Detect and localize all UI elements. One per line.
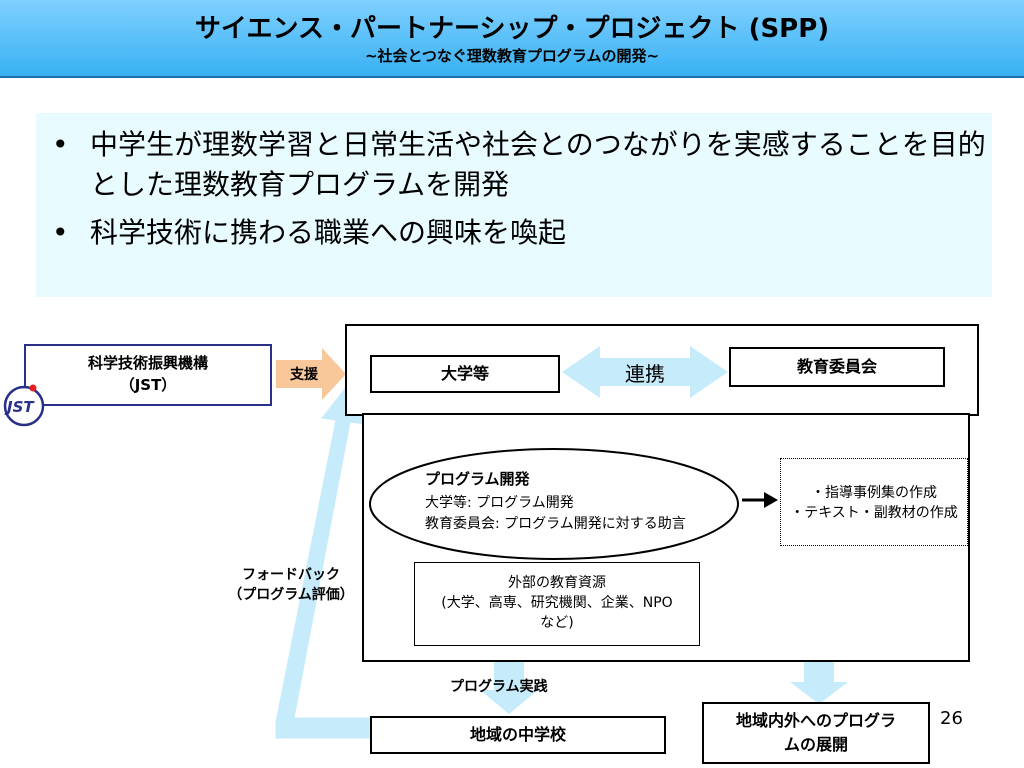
feedback-arrow: [275, 378, 373, 739]
title-banner: [0, 0, 1024, 78]
program-development-university: 大学等: プログラム開発: [425, 495, 574, 511]
bullet-box: • 中学生が理数学習と日常生活や社会とのつながりを実感することを目的とした理数教…: [36, 113, 992, 297]
down-arrow-to-school: [480, 662, 538, 714]
slide-title: サイエンス・パートナーシップ・プロジェクト (SPP): [194, 14, 830, 44]
bullet-text: 中学生が理数学習と日常生活や社会とのつながりを実感することを目的とした理数教育プ…: [90, 128, 986, 201]
output-item: ・指導事例集の作成: [811, 485, 937, 501]
jst-logo: JST: [3, 384, 45, 427]
collaboration-double-arrow-front: [562, 346, 728, 398]
external-title: 外部の教育資源: [508, 575, 606, 591]
bullet-mark: •: [52, 216, 69, 249]
feedback-subtitle: （プログラム評価）: [228, 587, 354, 603]
page-number: 26: [940, 708, 963, 729]
program-development-title: プログラム開発: [425, 470, 530, 488]
jst-box: 科学技術振興機構 （JST）: [24, 344, 272, 406]
external-resources-box: 外部の教育資源 (大学、高専、研究機関、企業、NPO など): [414, 562, 700, 646]
slide-subtitle: ~社会とつなぐ理数教育プログラムの開発~: [364, 47, 660, 65]
practice-label: プログラム実践: [450, 679, 548, 695]
output-item: ・テキスト・副教材の作成: [790, 505, 958, 521]
support-label: 支援: [290, 367, 318, 383]
external-detail: (大学、高専、研究機関、企業、NPO: [441, 595, 673, 611]
output-arrow-head: [764, 492, 778, 508]
university-box: 大学等: [370, 355, 560, 393]
jst-abbrev: （JST）: [119, 376, 177, 394]
feedback-label: フォードバック （プログラム評価）: [216, 565, 366, 605]
program-development-board: 教育委員会: プログラム開発に対する助言: [425, 516, 686, 532]
jst-name: 科学技術振興機構: [87, 354, 208, 372]
external-detail-end: など): [540, 615, 574, 631]
deployment-box: 地域内外へのプログラ ムの展開: [702, 702, 930, 764]
bullet-text: 科学技術に携わる職業への興味を喚起: [90, 216, 567, 249]
bullet-mark: •: [52, 128, 69, 161]
support-arrow: [276, 348, 346, 400]
collaboration-label: 連携: [625, 362, 665, 386]
outputs-box: ・指導事例集の作成 ・テキスト・副教材の作成: [780, 458, 968, 546]
education-board-box: 教育委員会: [729, 347, 945, 387]
svg-text:JST: JST: [4, 398, 35, 416]
feedback-title: フォードバック: [242, 567, 340, 583]
deployment-line: 地域内外へのプログラ: [735, 711, 896, 730]
down-arrow-to-deployment: [790, 662, 848, 704]
program-development-ellipse: [369, 448, 739, 560]
deployment-line: ムの展開: [783, 735, 848, 754]
school-box: 地域の中学校: [370, 716, 666, 754]
